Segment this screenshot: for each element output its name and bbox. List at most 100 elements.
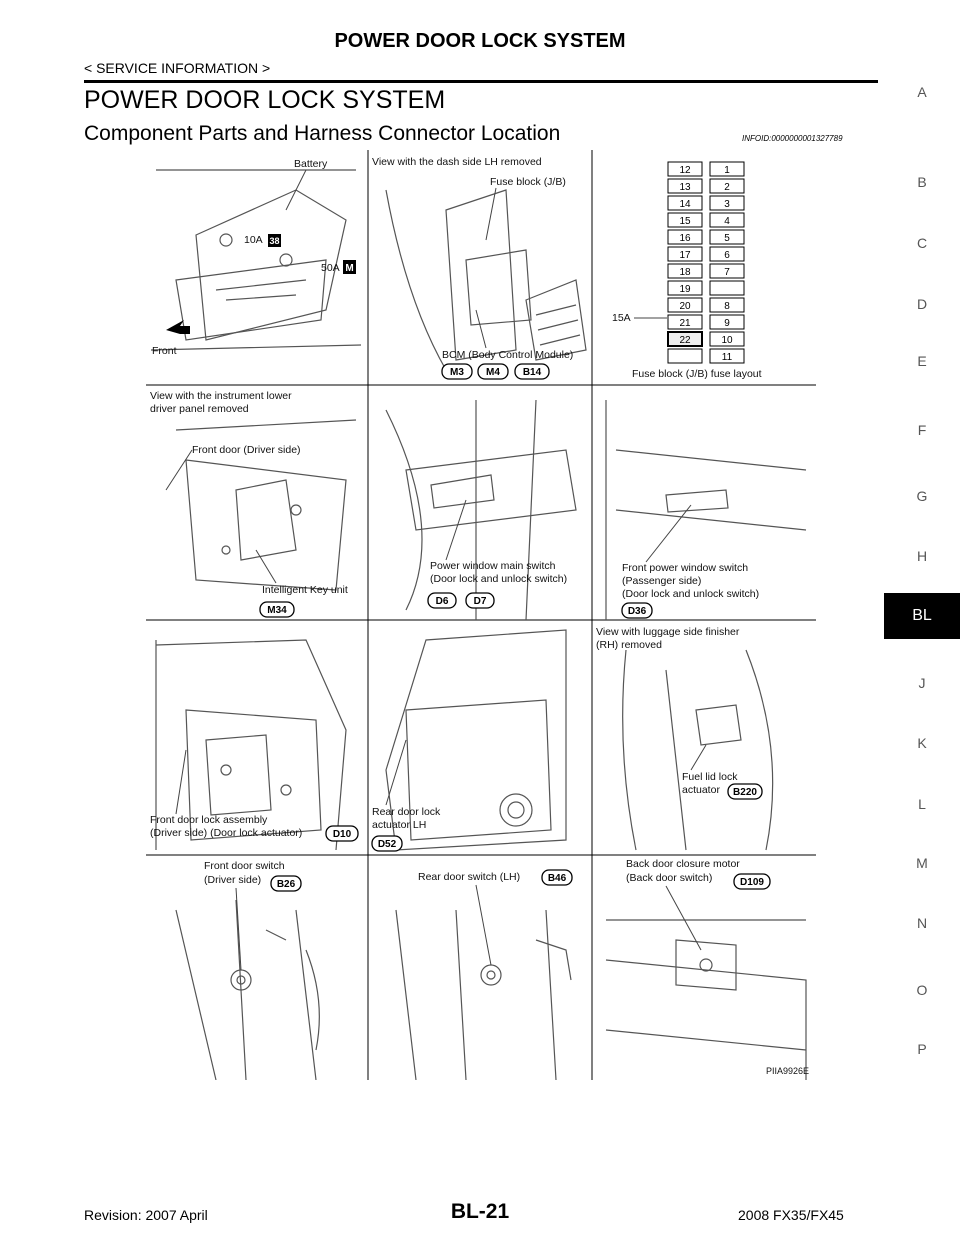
fuse-number: 10 [721, 335, 733, 346]
side-tab-o[interactable]: O [916, 982, 928, 998]
svg-text:B46: B46 [548, 873, 567, 884]
label-fuse-block: Fuse block (J/B) [490, 176, 566, 188]
label-fuel-lid-1: Fuel lid lock [682, 771, 738, 783]
fuse-slot [709, 297, 745, 313]
fuse-number: 11 [722, 352, 733, 363]
fuse-number: 14 [679, 199, 691, 210]
fuse-number: 15 [679, 216, 691, 227]
label-front-door-lock-1: Front door lock assembly [150, 814, 268, 826]
side-tab-m[interactable]: M [916, 855, 928, 871]
side-tab-f[interactable]: F [917, 422, 927, 438]
fuse-slot [667, 280, 703, 296]
svg-text:M34: M34 [267, 605, 287, 616]
connector-b220: B220 [727, 783, 763, 800]
connector-m34: M34 [259, 601, 295, 618]
footer-revision: Revision: 2007 April [84, 1207, 208, 1223]
label-view-luggage-1: View with luggage side finisher [596, 626, 740, 638]
label-front-pw-switch-2: (Passenger side) [622, 575, 701, 587]
fuse-number: 5 [724, 233, 730, 244]
fuse-slot [709, 246, 745, 262]
front-arrow-icon [166, 320, 190, 334]
label-10a: 10A [244, 234, 263, 246]
figure-id: PIIA9926E [766, 1066, 809, 1076]
page-header-subtitle: < SERVICE INFORMATION > [84, 60, 271, 76]
label-rear-door-lock-1: Rear door lock [372, 806, 441, 818]
side-tab-h[interactable]: H [916, 548, 928, 564]
fuse-slot [709, 178, 745, 194]
label-front-pw-switch-3: (Door lock and unlock switch) [622, 588, 759, 600]
side-tab-d[interactable]: D [916, 296, 928, 312]
fuse-slot [709, 229, 745, 245]
svg-text:M4: M4 [486, 367, 500, 378]
label-view-luggage-2: (RH) removed [596, 639, 662, 651]
side-tab-b[interactable]: B [917, 174, 927, 190]
subsection-title: Component Parts and Harness Connector Lo… [84, 122, 561, 145]
fuse-slot [709, 331, 745, 347]
side-tab-n[interactable]: N [916, 915, 928, 931]
fuse-slot [667, 195, 703, 211]
svg-text:D36: D36 [628, 606, 647, 617]
fuse-slot [667, 212, 703, 228]
fuse-slot [709, 263, 745, 279]
label-front: Front [152, 345, 177, 357]
label-front-pw-switch-1: Front power window switch [622, 562, 748, 574]
connector-d10: D10 [325, 825, 359, 842]
side-tab-j[interactable]: J [918, 675, 926, 691]
connector-d36: D36 [621, 602, 653, 619]
label-back-door-motor-2: (Back door switch) [626, 872, 712, 884]
label-50a: 50A [321, 262, 340, 274]
info-id: INFOID:0000000001327789 [742, 134, 843, 143]
section-index-tabs: A B C D E F G H BL J K L M N O P [884, 0, 960, 1242]
label-power-window-main-1: Power window main switch [430, 560, 556, 572]
side-tab-c[interactable]: C [916, 235, 928, 251]
fuse-number: 8 [724, 301, 730, 312]
fuse-number: 19 [679, 284, 691, 295]
fuse-number: 6 [724, 250, 730, 261]
svg-text:D109: D109 [740, 877, 764, 888]
footer-model: 2008 FX35/FX45 [738, 1207, 844, 1223]
fuse-number: 9 [724, 318, 730, 329]
fuse-slot [667, 314, 703, 330]
fuse-number: 22 [679, 335, 691, 346]
fuse-slot [667, 263, 703, 279]
svg-text:B220: B220 [733, 787, 757, 798]
side-tab-e[interactable]: E [917, 353, 927, 369]
fuse-number: 17 [679, 250, 691, 261]
label-intelligent-key: Intelligent Key unit [262, 584, 348, 596]
fuse-slot [667, 348, 703, 364]
side-tab-l[interactable]: L [918, 796, 926, 812]
panel-grid [146, 150, 816, 1080]
fuse-number: 18 [679, 267, 691, 278]
fuse-number: 16 [679, 233, 691, 244]
fuse-slot [709, 212, 745, 228]
header-rule [84, 80, 878, 83]
connector-d109: D109 [733, 873, 771, 890]
svg-text:D6: D6 [436, 596, 449, 607]
connector-m4: M4 [477, 363, 509, 380]
fuse-number: 2 [724, 182, 730, 193]
fuse-slot [667, 297, 703, 313]
illustration-sketches [150, 169, 807, 1080]
fuse-slot [667, 178, 703, 194]
connector-d6: D6 [427, 592, 457, 609]
label-battery: Battery [294, 158, 328, 170]
svg-text:D52: D52 [378, 839, 397, 850]
side-tab-a[interactable]: A [917, 84, 927, 100]
fuse-number: 1 [724, 165, 730, 176]
label-power-window-main-2: (Door lock and unlock switch) [430, 573, 567, 585]
connector-b46: B46 [541, 869, 573, 886]
label-front-door-lock-2: (Driver side) (Door lock actuator) [150, 827, 302, 839]
page-header-title: POWER DOOR LOCK SYSTEM [334, 30, 626, 52]
fuse-number: 7 [724, 267, 730, 278]
label-rear-door-switch: Rear door switch (LH) [418, 871, 520, 883]
fuse-slot [667, 229, 703, 245]
connector-d7: D7 [465, 592, 495, 609]
label-view-dash: View with the dash side LH removed [372, 156, 542, 168]
side-tab-g[interactable]: G [916, 488, 928, 504]
side-tab-bl[interactable]: BL [884, 593, 960, 639]
side-tab-p[interactable]: P [917, 1041, 927, 1057]
connector-m3: M3 [441, 363, 473, 380]
label-fuel-lid-2: actuator [682, 784, 720, 796]
side-tab-k[interactable]: K [917, 735, 927, 751]
